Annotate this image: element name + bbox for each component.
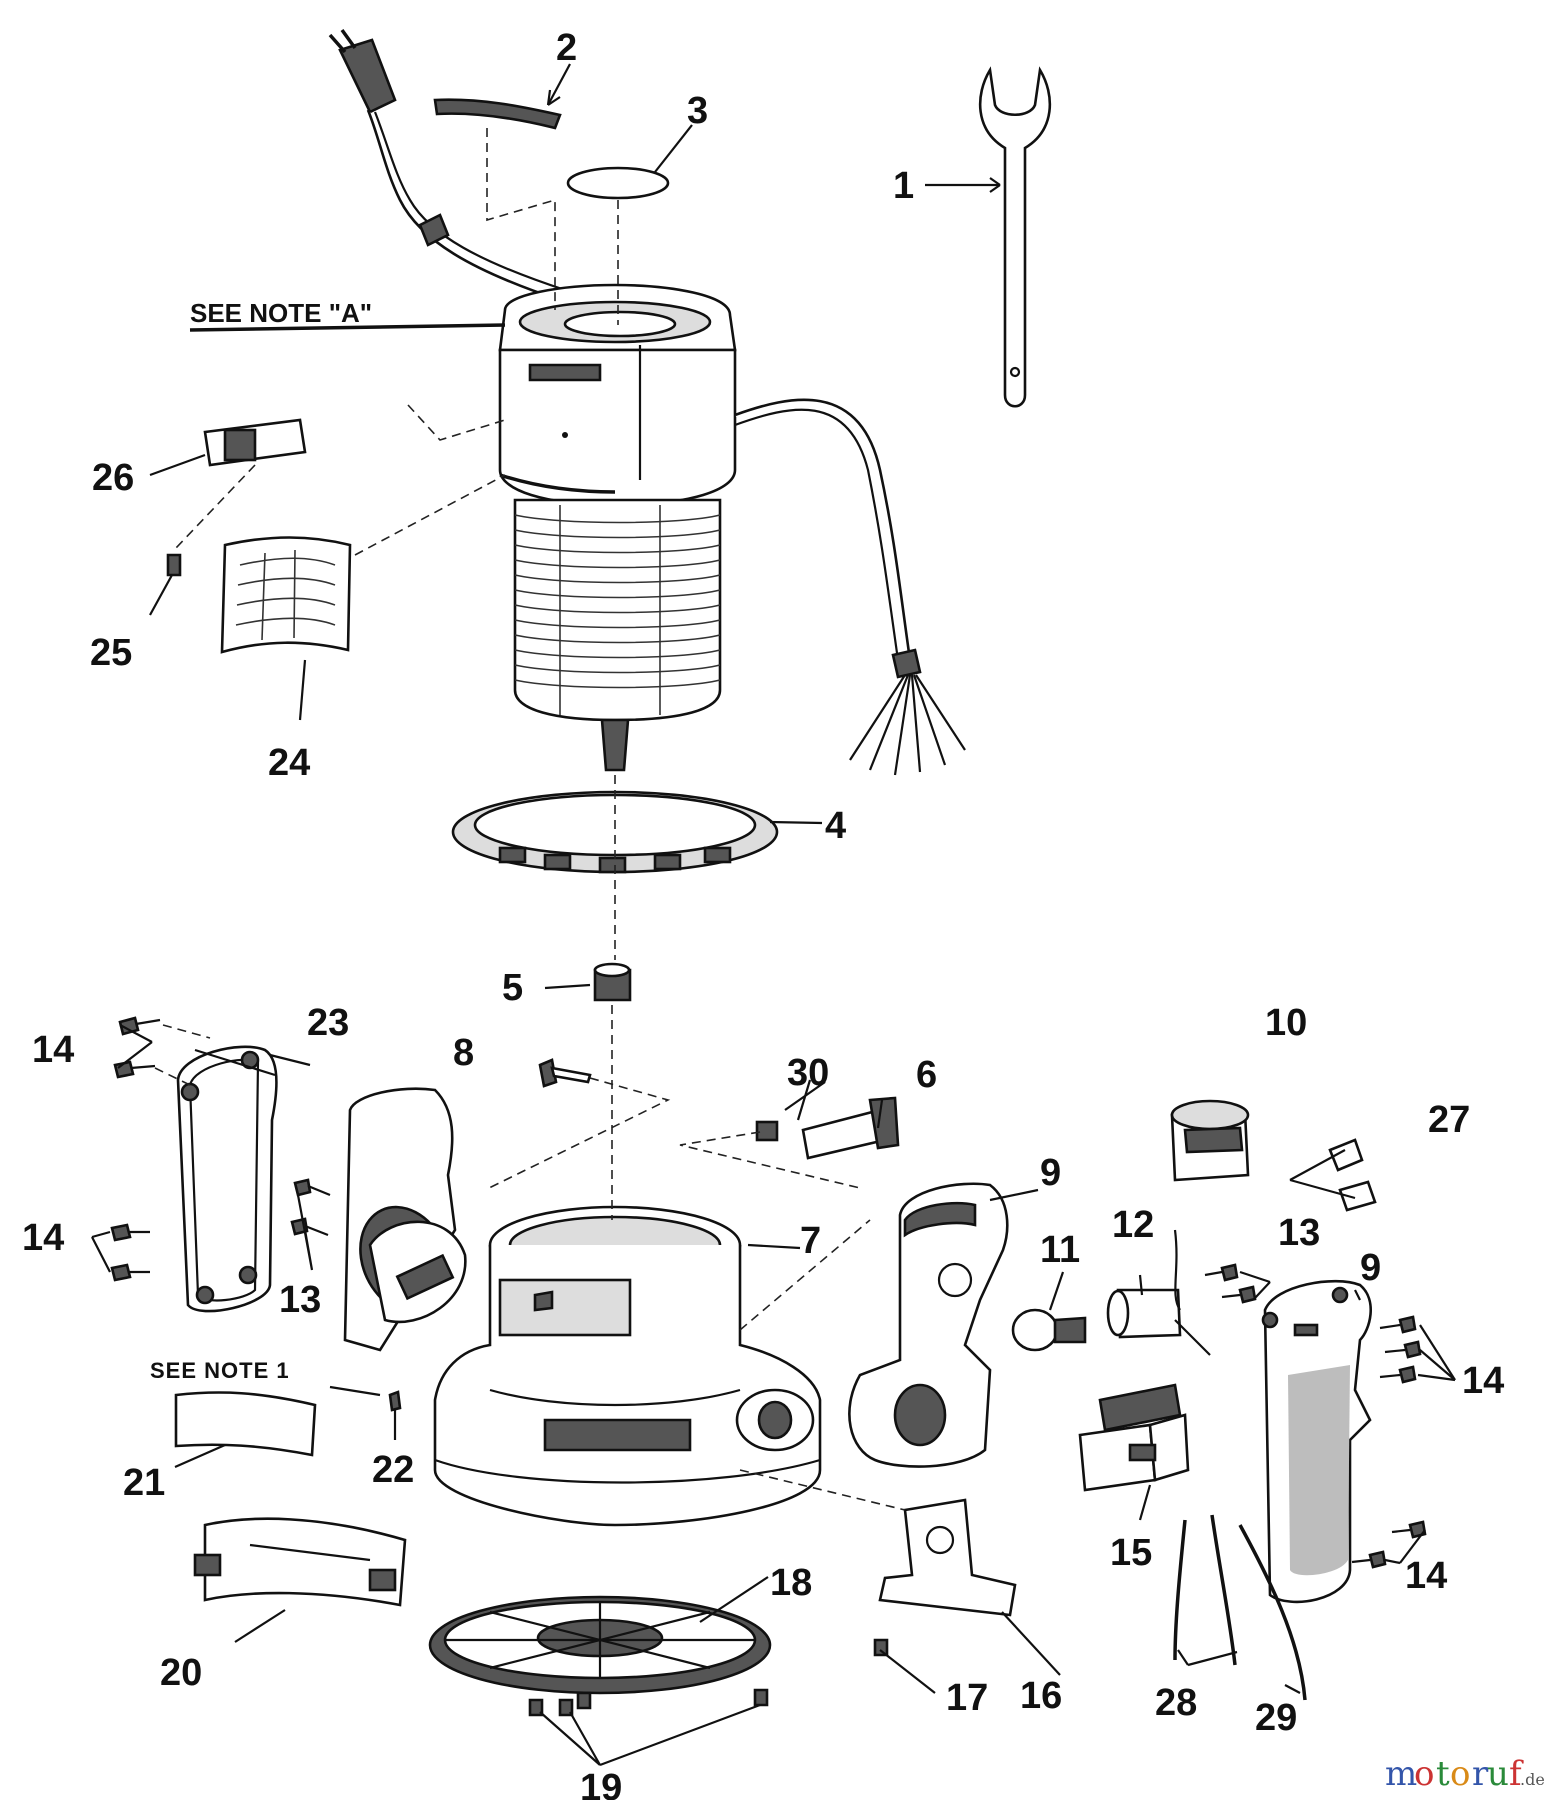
callout-12: 12 [1112,1204,1154,1246]
callout-28: 28 [1155,1682,1197,1724]
callout-29: 29 [1255,1697,1297,1739]
callout-21: 21 [123,1462,165,1504]
part-30-nut [755,1120,779,1142]
note-a-leader [189,323,506,332]
part-26-switch [203,418,307,467]
note-a-label: SEE NOTE "A" [190,298,372,328]
part-18-sub-base [428,1595,772,1695]
part-23-handle-half [343,1087,467,1352]
callout-10: 10 [1265,1002,1307,1044]
part-15-switch-unit [1078,1383,1190,1492]
right-screws-14 [1351,1315,1427,1569]
callout-20: 20 [160,1652,202,1694]
callout-18: 18 [770,1562,812,1604]
power-cord-top [328,28,566,302]
left-handle-cover [176,1045,278,1313]
leader-lines [91,63,1456,1767]
callout-4: 4 [825,805,846,847]
callout-26: 26 [92,457,134,499]
part-16-bracket [878,1498,1017,1617]
part-11-bulb [1011,1308,1087,1352]
callout-23: 23 [307,1002,349,1044]
part-1-wrench [978,66,1052,408]
callout-14d: 14 [1405,1555,1447,1597]
part-9-handle-right [1261,1279,1372,1604]
part-22-pin [388,1390,402,1412]
callout-30: 30 [787,1052,829,1094]
callout-13a: 13 [279,1279,321,1321]
callout-19: 19 [580,1767,622,1800]
callout-17: 17 [946,1677,988,1719]
callout-labels: 1 2 3 4 5 6 7 8 9 9 10 11 12 13 13 14 14… [22,27,1504,1800]
watermark-f: f [1509,1754,1524,1794]
part-28-29-wires [1173,1514,1307,1701]
callout-7: 7 [800,1220,821,1262]
watermark-u: u [1487,1754,1509,1794]
callout-15: 15 [1110,1532,1152,1574]
watermark-r: r [1472,1754,1489,1794]
callout-8: 8 [453,1032,474,1074]
assembly-dash-lines [154,128,906,1511]
right-screws-13 [1204,1263,1257,1304]
part-10-knob [1170,1099,1250,1182]
callout-22: 22 [372,1449,414,1491]
callout-14b: 14 [22,1217,64,1259]
callout-3: 3 [687,90,708,132]
callout-25: 25 [90,632,132,674]
part-19-screws [528,1688,769,1717]
watermark-tld: .de [1520,1770,1545,1789]
part-27-wire-connectors [1328,1138,1377,1212]
note-1-label: SEE NOTE 1 [150,1358,290,1383]
callout-24: 24 [268,742,310,784]
callout-9a: 9 [1040,1152,1061,1194]
callout-27: 27 [1428,1099,1470,1141]
callout-5: 5 [502,967,523,1009]
watermark-o2: o [1450,1754,1470,1794]
callout-1: 1 [893,165,914,207]
callout-14c: 14 [1462,1360,1504,1402]
callout-16: 16 [1020,1675,1062,1717]
part-12-socket [1106,1229,1211,1356]
part-25-screw [166,553,182,577]
callout-14a: 14 [32,1029,74,1071]
part-20-chip-shield [193,1517,407,1607]
part-3-cap-disk [566,166,670,200]
part-7-router-base [433,1205,822,1527]
watermark-m: m [1385,1754,1417,1794]
part-21-label [174,1391,317,1457]
callout-6: 6 [916,1054,937,1096]
motoruf-watermark: m o t o r u f .de [1385,1754,1545,1794]
callout-9b: 9 [1360,1247,1381,1289]
part-2-label-strip [433,98,562,130]
watermark-t: t [1436,1754,1450,1794]
part-8-bolt [538,1058,592,1088]
part-4-ring [451,790,779,874]
callout-11: 11 [1040,1229,1080,1271]
callout-2: 2 [556,27,577,69]
part-24-grille [220,536,352,654]
part-5-nut [593,962,632,1002]
motor-housing [498,283,966,776]
watermark-o1: o [1414,1754,1434,1794]
part-6-lock-pin [801,1096,900,1160]
callout-13b: 13 [1278,1212,1320,1254]
part-9-handle-half [848,1182,1009,1468]
